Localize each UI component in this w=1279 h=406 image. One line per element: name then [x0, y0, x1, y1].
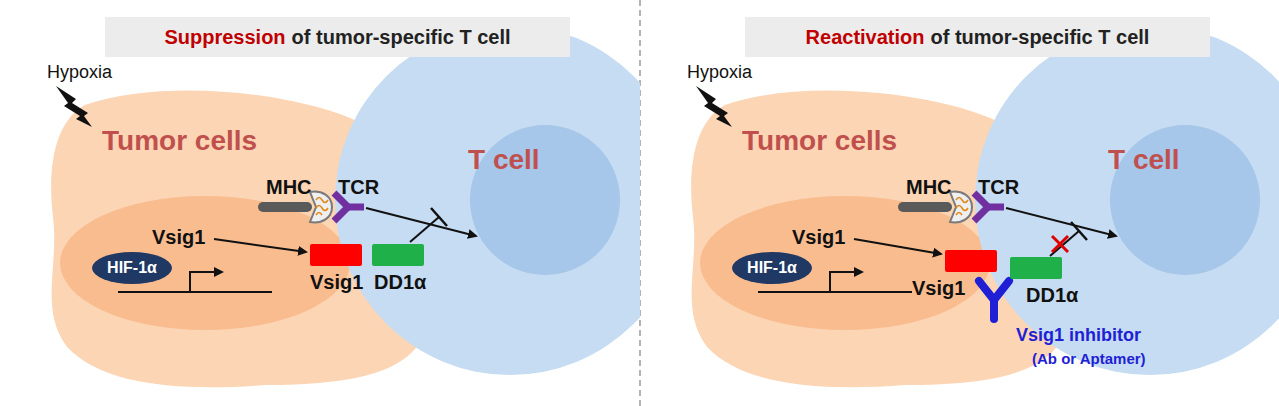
label: MHC	[906, 176, 952, 199]
title-text: of tumor-specific T cell	[931, 26, 1150, 49]
cell-body	[335, 25, 640, 375]
title-text: Suppression	[164, 26, 285, 49]
t-cell-shape	[975, 22, 1279, 378]
label: TCR	[338, 176, 379, 199]
protein-name: Vsig1	[912, 277, 965, 300]
protein-name: Vsig1	[310, 271, 363, 294]
t-cell-shape	[335, 22, 640, 378]
factor-name: HIF-1α	[107, 259, 157, 277]
label: Hypoxia	[47, 62, 112, 83]
cell-body	[975, 25, 1279, 375]
membrane-protein: Vsig1	[310, 244, 362, 266]
label: TCR	[978, 176, 1019, 199]
protein-name: DD1α	[374, 271, 426, 294]
title-text: Reactivation	[806, 26, 925, 49]
label: Hypoxia	[687, 62, 752, 83]
label: (Ab or Aptamer)	[1032, 350, 1146, 367]
cell-name: T cell	[1108, 144, 1180, 176]
label: MHC	[266, 176, 312, 199]
t-cell: T cell	[975, 22, 1279, 378]
transcription-factor: HIF-1α	[92, 252, 172, 284]
panel-title-box: Reactivation of tumor-specific T cell	[745, 17, 1210, 57]
cell-name: Tumor cells	[102, 125, 257, 157]
nucleus	[60, 196, 350, 330]
label: Vsig1	[792, 226, 845, 249]
cell-name: T cell	[468, 144, 540, 176]
membrane-protein: Vsig1	[945, 250, 997, 272]
membrane-protein: DD1α	[1010, 257, 1062, 279]
label: Vsig1 inhibitor	[1016, 325, 1141, 346]
factor-name: HIF-1α	[747, 259, 797, 277]
protein-name: DD1α	[1026, 284, 1078, 307]
cell-name: Tumor cells	[742, 125, 897, 157]
factor-shape	[732, 252, 812, 284]
membrane-protein: DD1α	[372, 244, 424, 266]
panel-title-box: Suppression of tumor-specific T cell	[105, 17, 570, 57]
factor-shape	[92, 252, 172, 284]
label: Vsig1	[152, 226, 205, 249]
title-text: of tumor-specific T cell	[292, 26, 511, 49]
t-cell: T cell	[335, 22, 640, 378]
transcription-factor: HIF-1α	[732, 252, 812, 284]
